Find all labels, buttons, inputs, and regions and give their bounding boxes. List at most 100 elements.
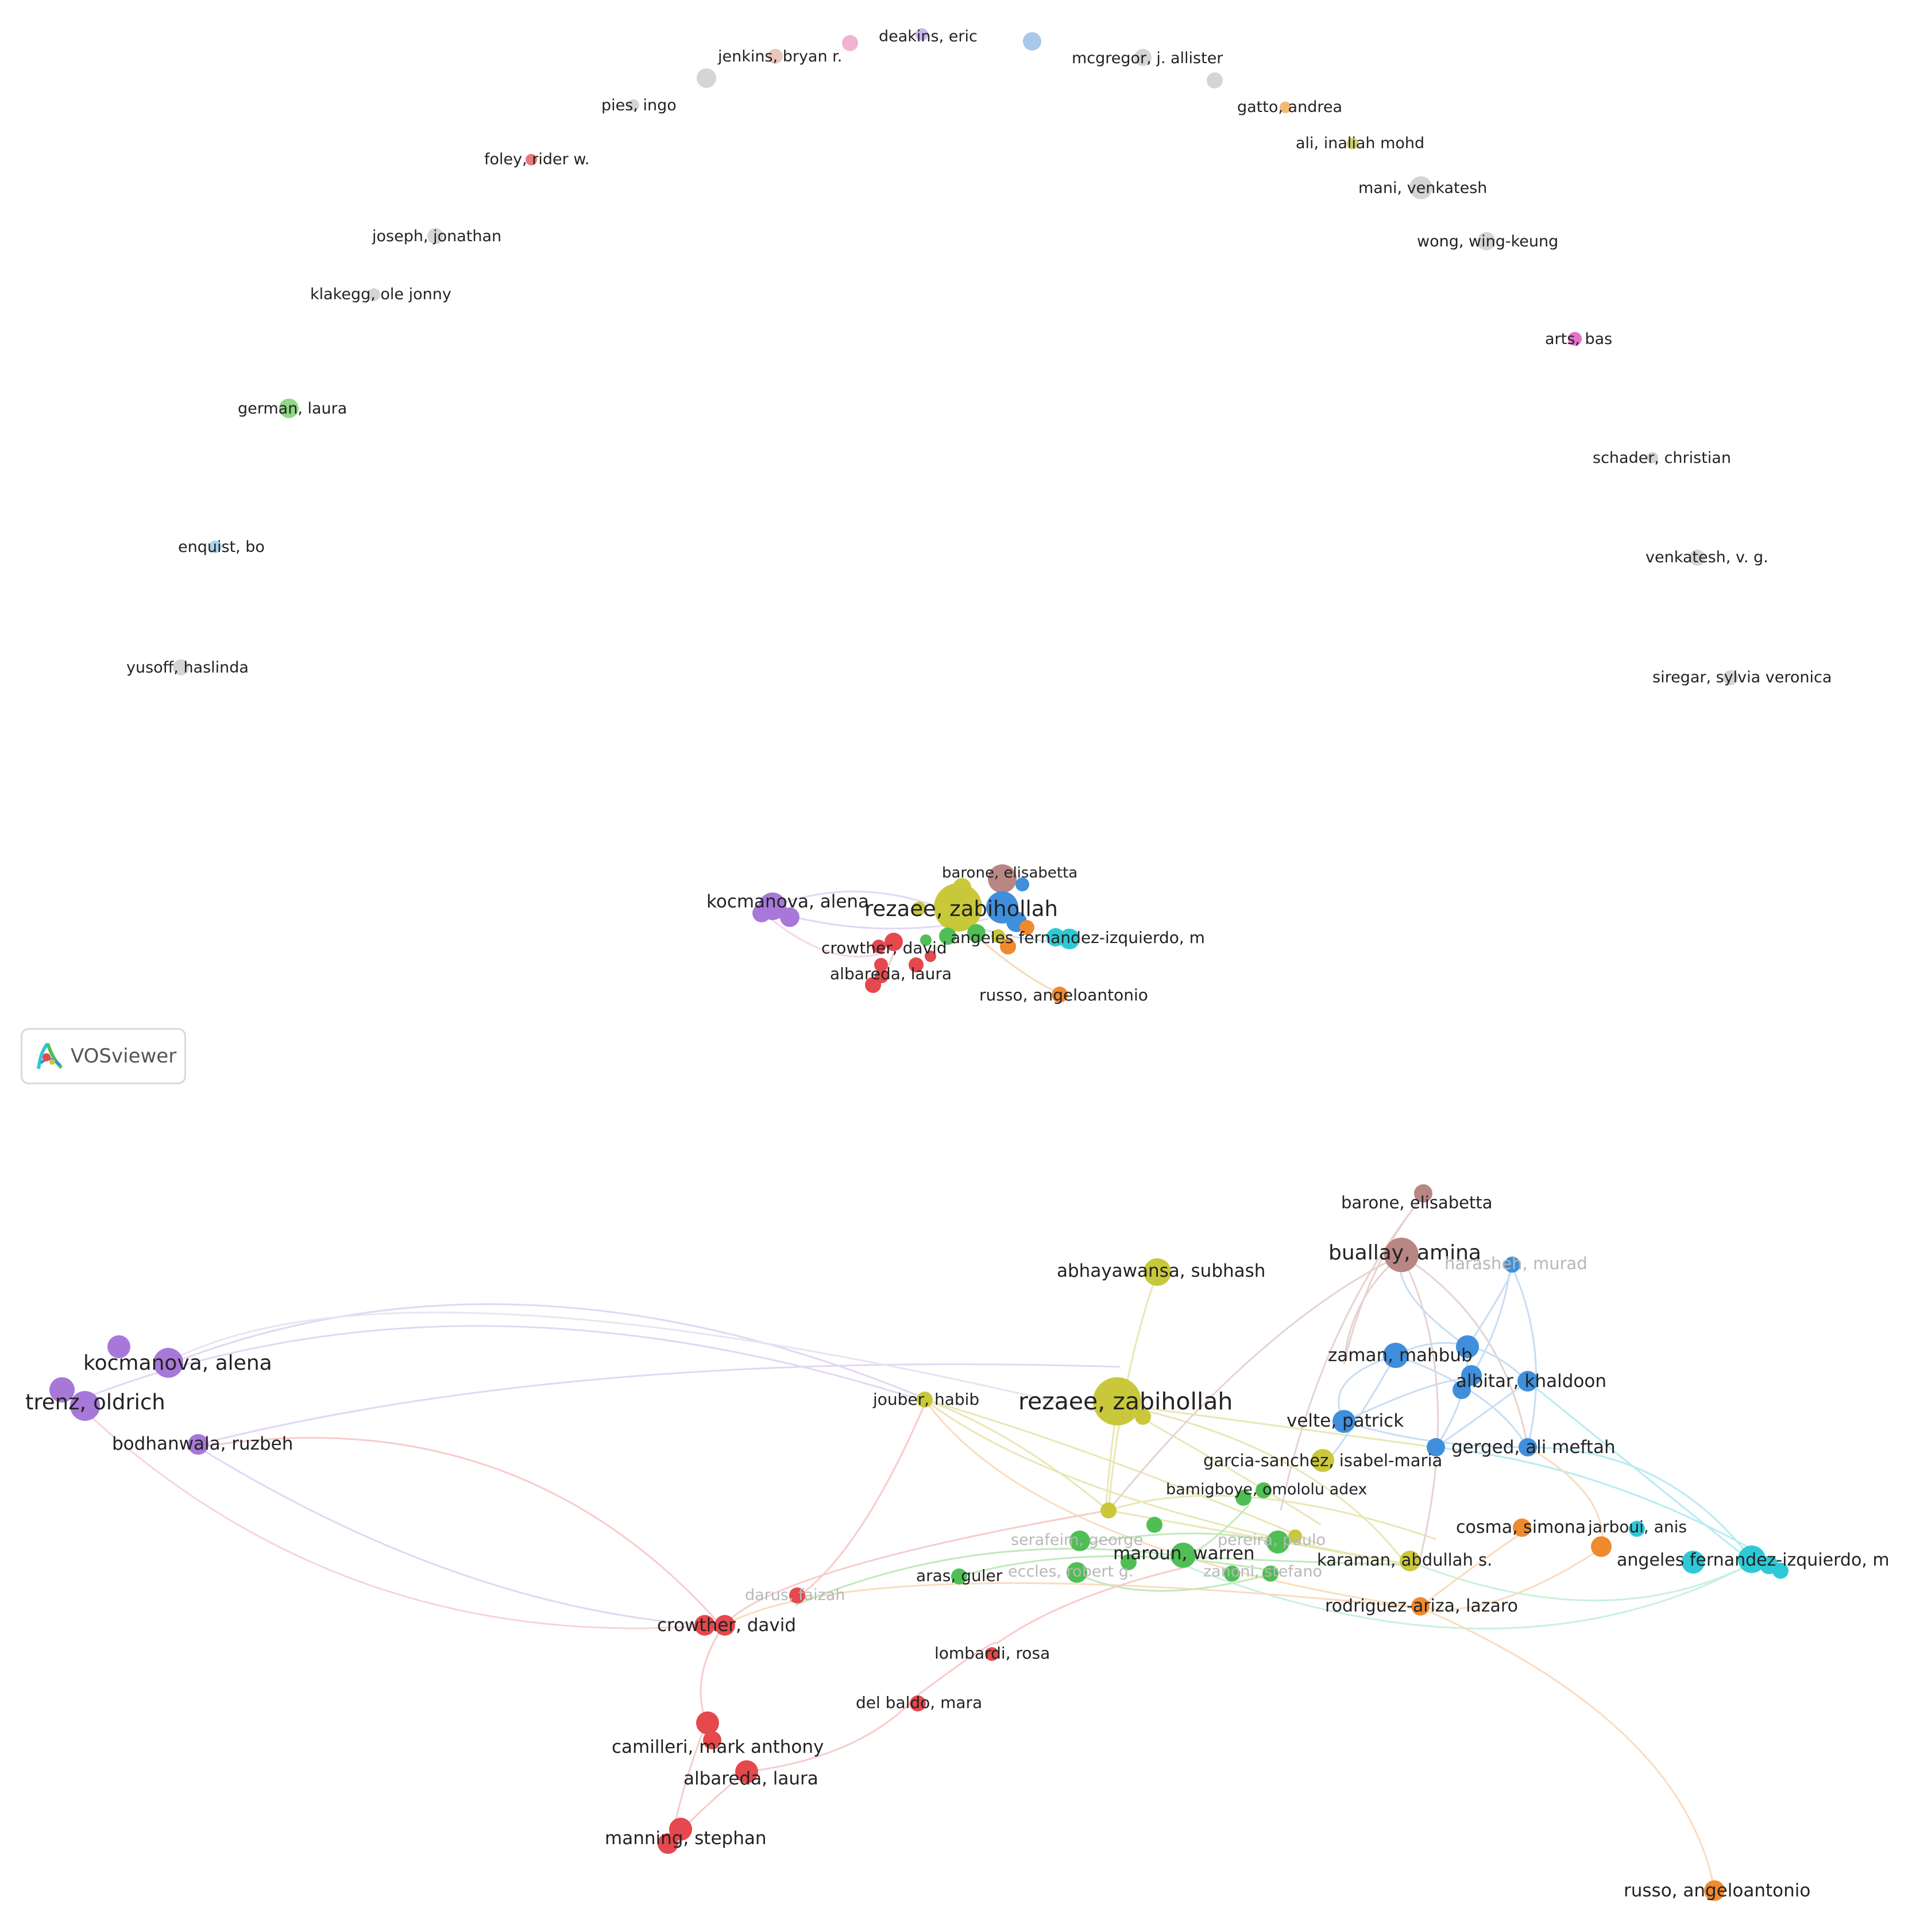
node-bamigboye-b[interactable] [1235,1490,1252,1506]
node-yellow-small-b[interactable] [1288,1529,1302,1543]
node-zaman[interactable] [1383,1343,1408,1368]
label-bodhanwala[interactable]: bodhanwala, ruzbeh [112,1433,293,1454]
label-harasheh[interactable]: harasheh, murad [1444,1254,1587,1273]
label-eccles[interactable]: eccles, robert g. [1008,1563,1133,1581]
label-abhayawansa[interactable]: abhayawansa, subhash [1057,1261,1265,1281]
label-kocmanova[interactable]: kocmanova, alena [83,1351,272,1375]
label-yusoff[interactable]: yusoff, haslinda [126,659,249,677]
node-jouber[interactable] [917,1392,933,1408]
label-maroun[interactable]: maroun, warren [1113,1543,1255,1564]
label-jarboui[interactable]: jarboui, anis [1587,1517,1687,1536]
zoomed-network-panel[interactable]: barone, elisabetta buallay, amina harash… [0,1091,1912,1932]
label-wong[interactable]: wong, wing-keung [1417,233,1558,250]
overview-network-panel[interactable]: jenkins, bryan r. deakins, eric mcgregor… [0,0,1912,1091]
label-russo[interactable]: russo, angeloantonio [1624,1880,1810,1901]
node-harasheh[interactable] [1504,1257,1520,1273]
label-camilleri[interactable]: camilleri, mark anthony [612,1737,824,1757]
label-lombardi[interactable]: lombardi, rosa [934,1644,1050,1663]
label-deakins[interactable]: deakins, eric [879,28,978,45]
node-arts[interactable] [1568,332,1582,346]
node-aras[interactable] [951,1568,967,1585]
label-pereira[interactable]: pereira, paulo [1218,1531,1326,1549]
label-barone[interactable]: barone, elisabetta [1341,1193,1492,1212]
label-del-baldo[interactable]: del baldo, mara [856,1693,982,1712]
label-velte[interactable]: velte, patrick [1287,1411,1404,1431]
node-lombardi[interactable] [985,1647,999,1661]
overview-network-canvas[interactable]: jenkins, bryan r. deakins, eric mcgregor… [0,0,1912,1091]
node-cosma[interactable] [1513,1518,1531,1537]
node-green-a[interactable] [1146,1517,1162,1533]
label-bamigboye[interactable]: bamigboye, omololu adex [1166,1481,1367,1498]
node-yellow-small-a[interactable] [1135,1409,1151,1425]
label-german[interactable]: german, laura [238,400,347,418]
node-blue-c[interactable] [1453,1381,1471,1399]
node-mani[interactable] [1409,176,1432,199]
label-albitar[interactable]: albitar, khaldoon [1456,1371,1606,1392]
label-karaman[interactable]: karaman, abdullah s. [1317,1550,1492,1570]
node-deakins[interactable] [916,28,928,41]
node-bamigboye-a[interactable] [1256,1482,1272,1498]
node-pereira[interactable] [1266,1531,1289,1554]
node-manning-a[interactable] [669,1818,692,1841]
node-gatto[interactable] [1280,102,1291,113]
label-aras[interactable]: aras, guler [916,1566,1003,1585]
label-darus[interactable]: darus, faizah [745,1586,845,1604]
node-barone[interactable] [1414,1184,1432,1203]
node-zanoni[interactable] [1224,1566,1240,1582]
node-jarboui[interactable] [1629,1521,1645,1537]
zoomed-network-canvas[interactable]: barone, elisabetta buallay, amina harash… [0,1091,1912,1932]
label-mani[interactable]: mani, venkatesh [1358,179,1487,197]
label-siregar[interactable]: siregar, sylvia veronica [1652,669,1832,686]
label-foley[interactable]: foley, rider w. [484,150,590,168]
label-ali[interactable]: ali, inaliah mohd [1296,134,1424,152]
node-abhayawansa[interactable] [1144,1258,1171,1286]
node-angeles[interactable] [1738,1545,1766,1573]
node-blue-d[interactable] [1427,1438,1445,1456]
node-camilleri-a[interactable] [696,1711,719,1734]
cluster-label-crowther[interactable]: crowther, david [821,938,947,957]
cluster-label-albareda[interactable]: albareda, laura [830,964,952,983]
label-zanoni[interactable]: zanoni, stefano [1203,1563,1322,1581]
node-blue-unlabeled[interactable] [1023,32,1041,51]
node-maroun[interactable] [1171,1543,1196,1568]
node-german[interactable] [279,399,299,418]
node-manning-b[interactable] [658,1833,678,1854]
node-crowther-b[interactable] [714,1615,735,1636]
node-mcgregor[interactable] [1134,49,1152,66]
label-gerged[interactable]: gerged, ali meftah [1451,1437,1616,1458]
node-albareda[interactable] [735,1760,758,1783]
label-cosma[interactable]: cosma, simona [1456,1517,1586,1537]
label-klakegg[interactable]: klakegg, ole jonny [310,285,451,303]
label-trenz[interactable]: trenz, oldrich [25,1390,165,1415]
node-yusoff[interactable] [173,659,189,675]
node-ali[interactable] [1347,138,1358,149]
node-cyan-c[interactable] [1772,1563,1789,1579]
node-klakegg[interactable] [368,288,380,301]
label-arts[interactable]: arts, bas [1545,330,1612,348]
cluster-label-rezaee[interactable]: rezaee, zabihollah [864,897,1058,921]
node-rezaee[interactable] [1093,1377,1141,1425]
node-grey-unlabeled-2[interactable] [1207,72,1223,88]
node-purple-a[interactable] [107,1335,130,1358]
node-camilleri-b[interactable] [703,1731,721,1749]
cluster-label-barone[interactable]: barone, elisabetta [942,864,1077,882]
node-garcia-sanchez[interactable] [1311,1449,1334,1472]
node-joseph[interactable] [427,228,443,244]
label-angeles[interactable]: angeles fernandez-izquierdo, m [1617,1550,1890,1570]
node-pink-unlabeled[interactable] [842,35,858,51]
node-russo[interactable] [1704,1880,1725,1901]
node-orange-a[interactable] [1591,1536,1612,1557]
node-cyan-a[interactable] [1682,1551,1705,1574]
node-del-baldo[interactable] [910,1695,926,1711]
node-serafeim[interactable] [1069,1531,1090,1551]
label-mcgregor[interactable]: mcgregor, j. allister [1072,49,1223,67]
label-gatto[interactable]: gatto, andrea [1237,98,1342,116]
label-albareda[interactable]: albareda, laura [683,1768,818,1789]
cluster-label-kocmanova[interactable]: kocmanova, alena [706,891,869,912]
label-joseph[interactable]: joseph, jonathan [372,227,501,245]
label-jouber[interactable]: jouber, habib [872,1390,979,1409]
label-venkatesh[interactable]: venkatesh, v. g. [1646,548,1768,566]
node-wong[interactable] [1477,232,1496,250]
node-venkatesh[interactable] [1689,550,1705,566]
node-schader[interactable] [1647,452,1658,463]
